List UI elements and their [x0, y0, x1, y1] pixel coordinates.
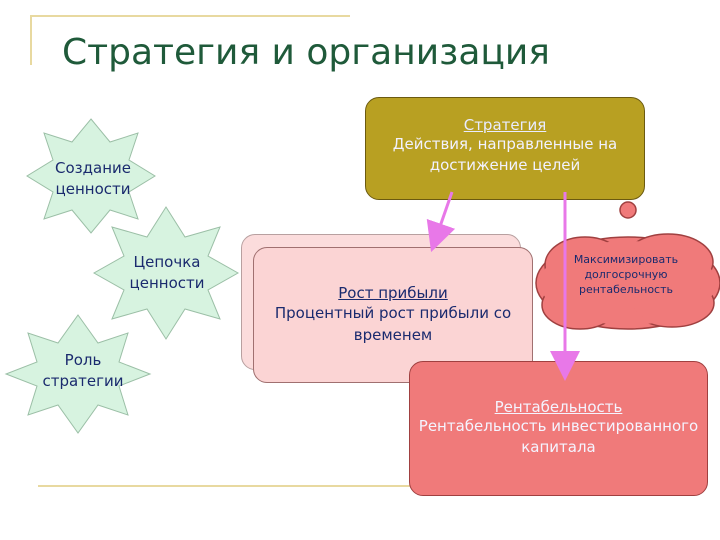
cloud-text: Максимизировать долгосрочную рентабельно… [573, 253, 679, 296]
strategy-title: Стратегия [463, 116, 547, 134]
strategy-box: Стратегия Действия, направленные на дост… [365, 97, 645, 200]
profit-growth-title: Рост прибыли [338, 284, 448, 302]
decor-bottom-line [38, 485, 700, 487]
profitability-title: Рентабельность [494, 398, 623, 416]
star-shape-value-creation [26, 118, 156, 234]
decor-vertical-line [30, 15, 32, 65]
star-shape-value-chain [92, 206, 240, 340]
profit-growth-text: Процентный рост прибыли со временем [274, 304, 512, 344]
profit-growth-box: Рост прибыли Процентный рост прибыли со … [253, 247, 533, 383]
profitability-text: Рентабельность инвестированного капитала [418, 417, 699, 456]
star-shape-strategy-role [4, 314, 152, 434]
decor-top-line [30, 15, 350, 17]
star-value-chain-label: Цепочка ценности [129, 253, 205, 292]
page-title: Стратегия и организация [62, 32, 550, 73]
profitability-box: Рентабельность Рентабельность инвестиров… [409, 361, 708, 496]
star-value-creation-label: Создание ценности [55, 159, 131, 198]
star-strategy-role-label: Роль стратегии [42, 351, 124, 390]
strategy-text: Действия, направленные на достижение цел… [392, 135, 618, 174]
